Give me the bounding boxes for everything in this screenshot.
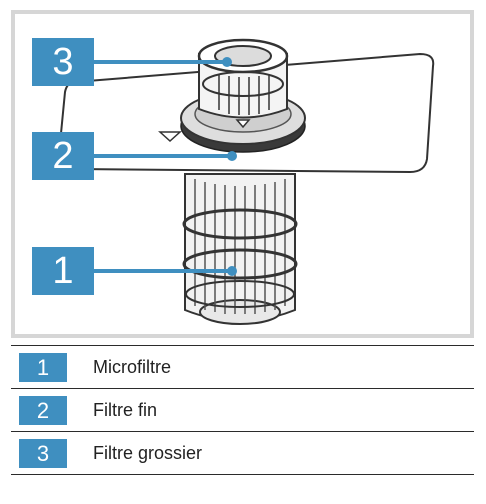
leader-dot-1 [227,266,237,276]
filter-assembly-drawing [57,38,435,325]
leader-dot-2 [227,151,237,161]
legend-row: 3 Filtre grossier [11,431,474,475]
legend-row: 1 Microfiltre [11,345,474,388]
leader-lines [94,60,230,273]
legend-row: 2 Filtre fin [11,388,474,431]
leader-dot-3 [222,57,232,67]
legend-table: 1 Microfiltre 2 Filtre fin 3 Filtre gros… [11,345,474,475]
callout-2: 2 [32,132,94,180]
microfilter-drawing [182,173,298,325]
coarse-filter-drawing [197,38,289,119]
legend-label: Filtre grossier [93,443,203,463]
legend-number-badge: 2 [19,396,67,425]
legend-number-badge: 3 [19,439,67,468]
legend-label: Filtre fin [93,400,158,420]
filter-illustration: 3 2 1 [11,10,474,338]
callout-3: 3 [32,38,94,86]
legend-number-badge: 1 [19,353,67,382]
legend-label: Microfiltre [93,357,172,377]
callout-1: 1 [32,247,94,295]
